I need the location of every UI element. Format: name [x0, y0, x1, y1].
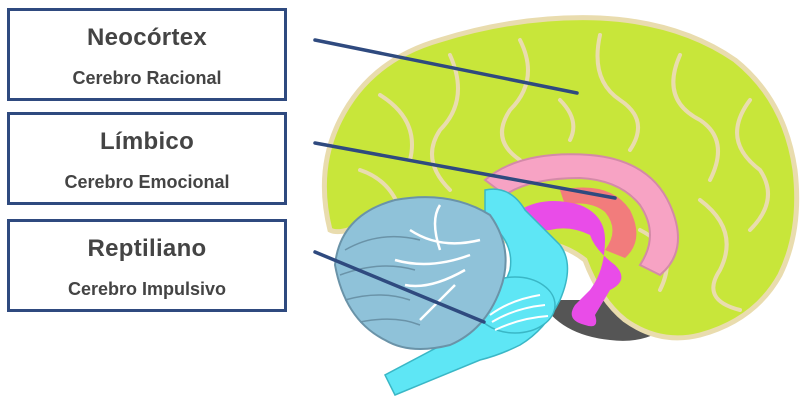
- pointer-reptiliano: [313, 250, 486, 324]
- pointer-lines: [313, 38, 617, 324]
- label-subtitle-neocortex: Cerebro Racional: [72, 68, 222, 88]
- brainstem-region: [384, 188, 569, 396]
- cerebellum-region: [333, 196, 507, 350]
- pons-striations: [489, 294, 549, 331]
- pointer-limbico: [313, 141, 617, 200]
- label-box-limbico: Límbico Cerebro Emocional: [7, 112, 287, 205]
- arbor-vitae: [394, 204, 481, 321]
- thalamus-region: [520, 201, 622, 327]
- label-subtitle-limbico: Cerebro Emocional: [64, 172, 230, 192]
- label-title-limbico: Límbico: [99, 128, 195, 155]
- corpus-callosum-region: [560, 187, 637, 258]
- pointer-neocortex: [313, 38, 579, 95]
- label-box-reptiliano: Reptiliano Cerebro Impulsivo: [7, 219, 287, 312]
- cerebellum-folia: [339, 235, 421, 326]
- label-box-neocortex: Neocórtex Cerebro Racional: [7, 8, 287, 101]
- label-title-neocortex: Neocórtex: [86, 24, 208, 51]
- label-title-reptiliano: Reptiliano: [87, 235, 207, 262]
- cingulate-region: [483, 153, 679, 277]
- label-subtitle-reptiliano: Cerebro Impulsivo: [67, 279, 227, 299]
